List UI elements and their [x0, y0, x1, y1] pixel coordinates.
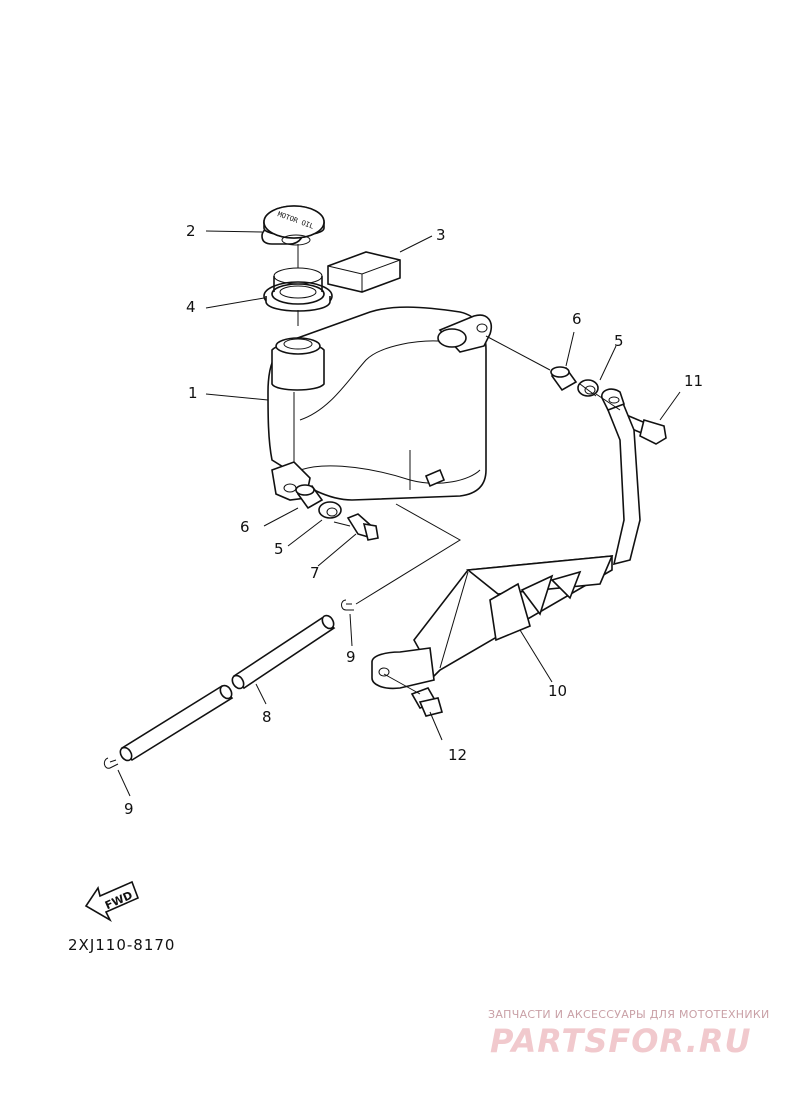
callout-6-lower: 6 — [240, 518, 250, 536]
hose-clip-lower — [103, 757, 119, 769]
forward-direction-arrow-icon: FWD — [84, 880, 140, 923]
callout-4: 4 — [186, 298, 196, 316]
breather-hose-upper — [231, 614, 336, 690]
leader-lines — [117, 230, 681, 797]
callout-8: 8 — [262, 708, 272, 726]
watermark-subtitle: ЗАПЧАСТИ И АКСЕССУАРЫ ДЛЯ МОТОТЕХНИКИ — [488, 1008, 770, 1021]
callout-9-upper: 9 — [346, 648, 356, 666]
damper-right — [577, 379, 599, 397]
callout-7: 7 — [310, 564, 320, 582]
oil-tank — [267, 306, 492, 501]
label-box — [327, 251, 401, 293]
callout-10: 10 — [548, 682, 567, 700]
collar-right — [550, 366, 578, 392]
damper-left — [318, 501, 342, 519]
callout-5-upper: 5 — [614, 332, 624, 350]
callout-6-upper: 6 — [572, 310, 582, 328]
tank-bracket — [371, 388, 641, 690]
filler-grommet — [263, 267, 333, 312]
callout-9-lower: 9 — [124, 800, 134, 818]
callout-1: 1 — [188, 384, 198, 402]
collar-left — [295, 484, 324, 510]
breather-hose-lower — [119, 684, 234, 762]
bolt-7 — [346, 513, 379, 541]
callout-12: 12 — [448, 746, 467, 764]
diagram-code: 2XJ110-8170 — [68, 936, 176, 954]
callout-5-lower: 5 — [274, 540, 284, 558]
callout-2: 2 — [186, 222, 196, 240]
hose-clip-upper — [341, 599, 354, 611]
callout-3: 3 — [436, 226, 446, 244]
tank-cap: MOTOR OIL — [261, 205, 325, 246]
callout-11: 11 — [684, 372, 703, 390]
watermark-logo: PARTSFOR.RU — [490, 1022, 752, 1060]
